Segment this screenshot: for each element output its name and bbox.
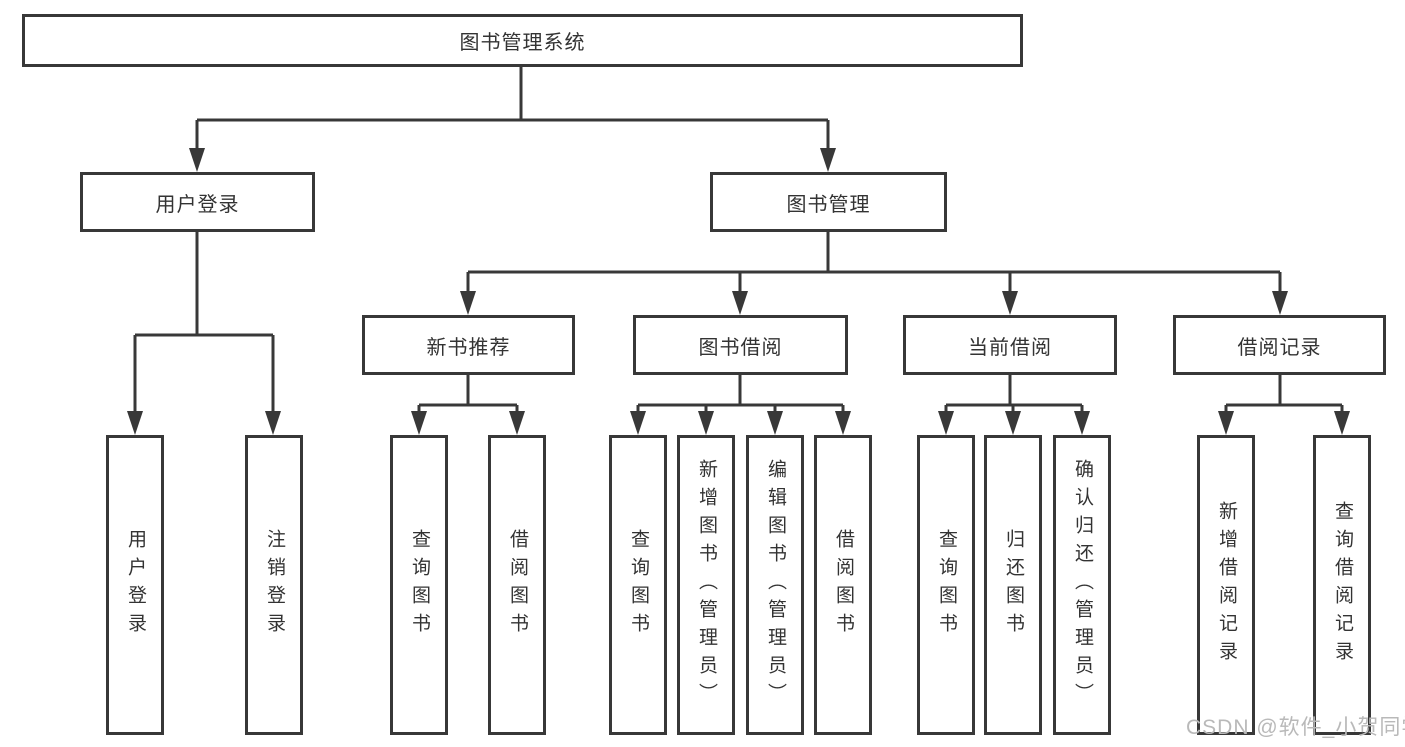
node-borrowing-records: 借阅记录 (1173, 315, 1386, 375)
connector-lines (133, 67, 1344, 415)
node-library-system-root: 图书管理系统 (22, 14, 1023, 67)
leaf-query-borrow-record: 查询借阅记录 (1313, 435, 1371, 735)
leaf-edit-book-admin: 编辑图书（管理员） (746, 435, 804, 735)
node-book-borrowing: 图书借阅 (633, 315, 848, 375)
leaf-add-book-admin: 新增图书（管理员） (677, 435, 735, 735)
leaf-borrow-book: 借阅图书 (814, 435, 872, 735)
leaf-user-login: 用户登录 (106, 435, 164, 735)
csdn-watermark: CSDN @软件_小贺同学 (1186, 716, 1405, 739)
leaf-return-book: 归还图书 (984, 435, 1042, 735)
leaf-query-book-recommend: 查询图书 (390, 435, 448, 735)
leaf-add-borrow-record: 新增借阅记录 (1197, 435, 1255, 735)
leaf-borrow-book-recommend: 借阅图书 (488, 435, 546, 735)
arrowheads (127, 148, 1350, 435)
node-user-login: 用户登录 (80, 172, 315, 232)
leaf-logout: 注销登录 (245, 435, 303, 735)
node-current-borrowing: 当前借阅 (903, 315, 1117, 375)
node-new-book-recommend: 新书推荐 (362, 315, 575, 375)
node-book-management: 图书管理 (710, 172, 947, 232)
leaf-query-book-borrow: 查询图书 (609, 435, 667, 735)
leaf-query-book-current: 查询图书 (917, 435, 975, 735)
leaf-confirm-return-admin: 确认归还（管理员） (1053, 435, 1111, 735)
